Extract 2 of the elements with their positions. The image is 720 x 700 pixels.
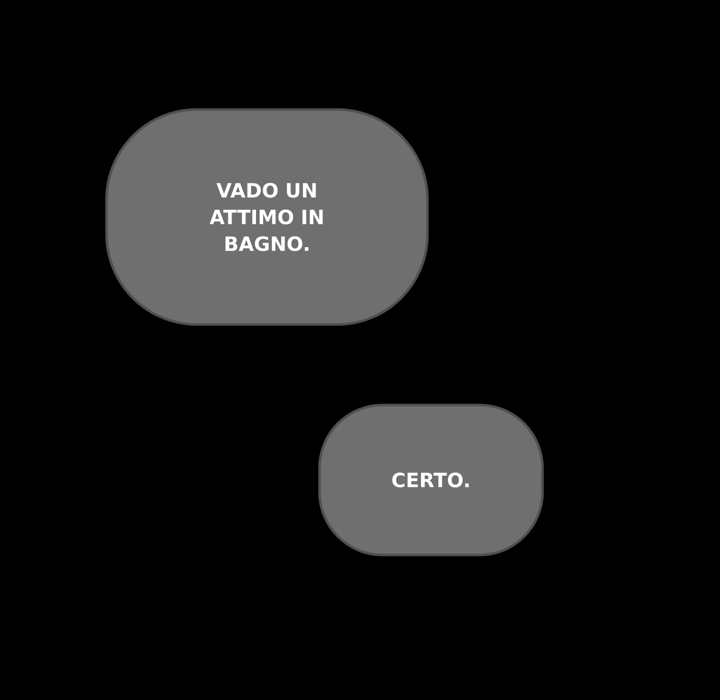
speech-bubble: CERTO. [318,404,544,556]
speech-bubble: VADO UN ATTIMO IN BAGNO. [105,108,429,326]
